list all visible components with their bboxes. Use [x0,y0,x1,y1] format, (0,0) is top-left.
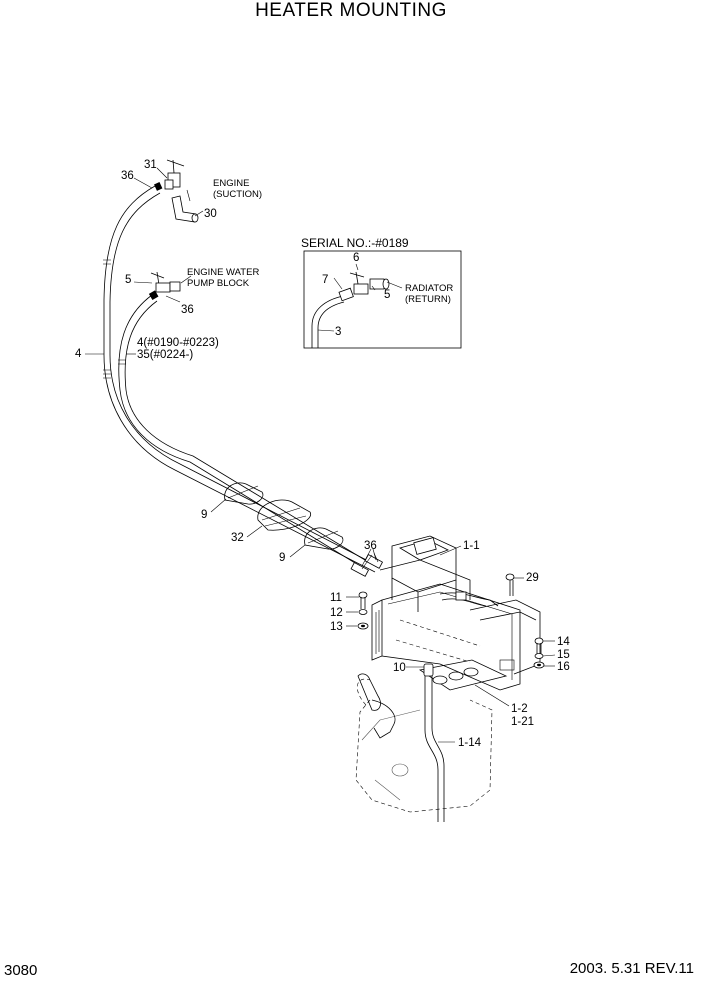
callout-16: 16 [557,661,570,673]
leader-lines [85,167,556,743]
bracket-32 [257,499,311,531]
callout-6: 6 [353,252,359,264]
pump-block-label-2: PUMP BLOCK [187,278,250,289]
fitting-30-elbow [171,195,199,223]
callout-32: 32 [231,532,244,544]
fitting-31-valve [154,159,185,191]
serial-number-note: SERIAL NO.:-#0189 [301,236,409,250]
callout-4: 4 [75,348,82,360]
hose-4-drawing [103,185,379,573]
callout-36-heater: 36 [364,540,377,552]
bolt-29 [505,573,515,596]
control-lever-drawing [357,673,396,739]
inset-fittings [338,271,390,302]
revision-date: 2003. 5.31 REV.11 [569,960,694,977]
page-title: HEATER MOUNTING [255,0,447,21]
page-number: 3080 [4,962,38,979]
callout-9-lower: 9 [279,552,285,564]
hose-4-range-label: 4(#0190-#0223) [137,337,219,349]
radiator-label-2: (RETURN) [405,294,451,305]
callout-15: 15 [557,649,570,661]
hose-35-range-label: 35(#0224-) [137,349,193,361]
engine-suction-label-1: ENGINE [213,178,249,189]
callout-29: 29 [526,572,539,584]
bolt-14-washers-15-16 [533,637,545,669]
callout-1-2: 1-2 [511,703,528,715]
callout-13: 13 [330,621,343,633]
radiator-label-1: RADIATOR [405,283,453,294]
callout-36-top: 36 [121,170,134,182]
callout-12: 12 [330,607,343,619]
callout-10: 10 [393,662,406,674]
callout-31: 31 [144,159,157,171]
callout-5-inset: 5 [384,289,390,301]
callout-7: 7 [322,274,328,286]
callout-1-14: 1-14 [458,737,482,749]
callout-36-pump: 36 [181,304,194,316]
pump-block-label-1: ENGINE WATER [187,267,259,278]
bolt-11-washers-12-13 [357,591,369,630]
callout-5-pump: 5 [125,274,131,286]
hose-35-drawing [118,294,366,567]
callout-1-1: 1-1 [463,540,480,552]
serial-inset-frame [303,250,462,349]
heater-unit-drawing [371,535,541,691]
pipe-10-and-duct-1-14 [423,663,445,822]
callout-11: 11 [330,592,342,604]
clamp-9-upper [224,482,264,505]
clamp-9-lower [304,527,344,550]
tank-ghost-outline [355,678,493,813]
inset-hose-3 [311,295,345,348]
callout-30: 30 [204,208,217,220]
callout-1-21: 1-21 [511,716,534,728]
callout-14: 14 [557,636,570,648]
engine-suction-label-2: (SUCTION) [213,189,262,200]
callout-3: 3 [335,326,341,338]
callout-9-upper: 9 [201,509,207,521]
fitting-5-pump-block [148,271,181,300]
